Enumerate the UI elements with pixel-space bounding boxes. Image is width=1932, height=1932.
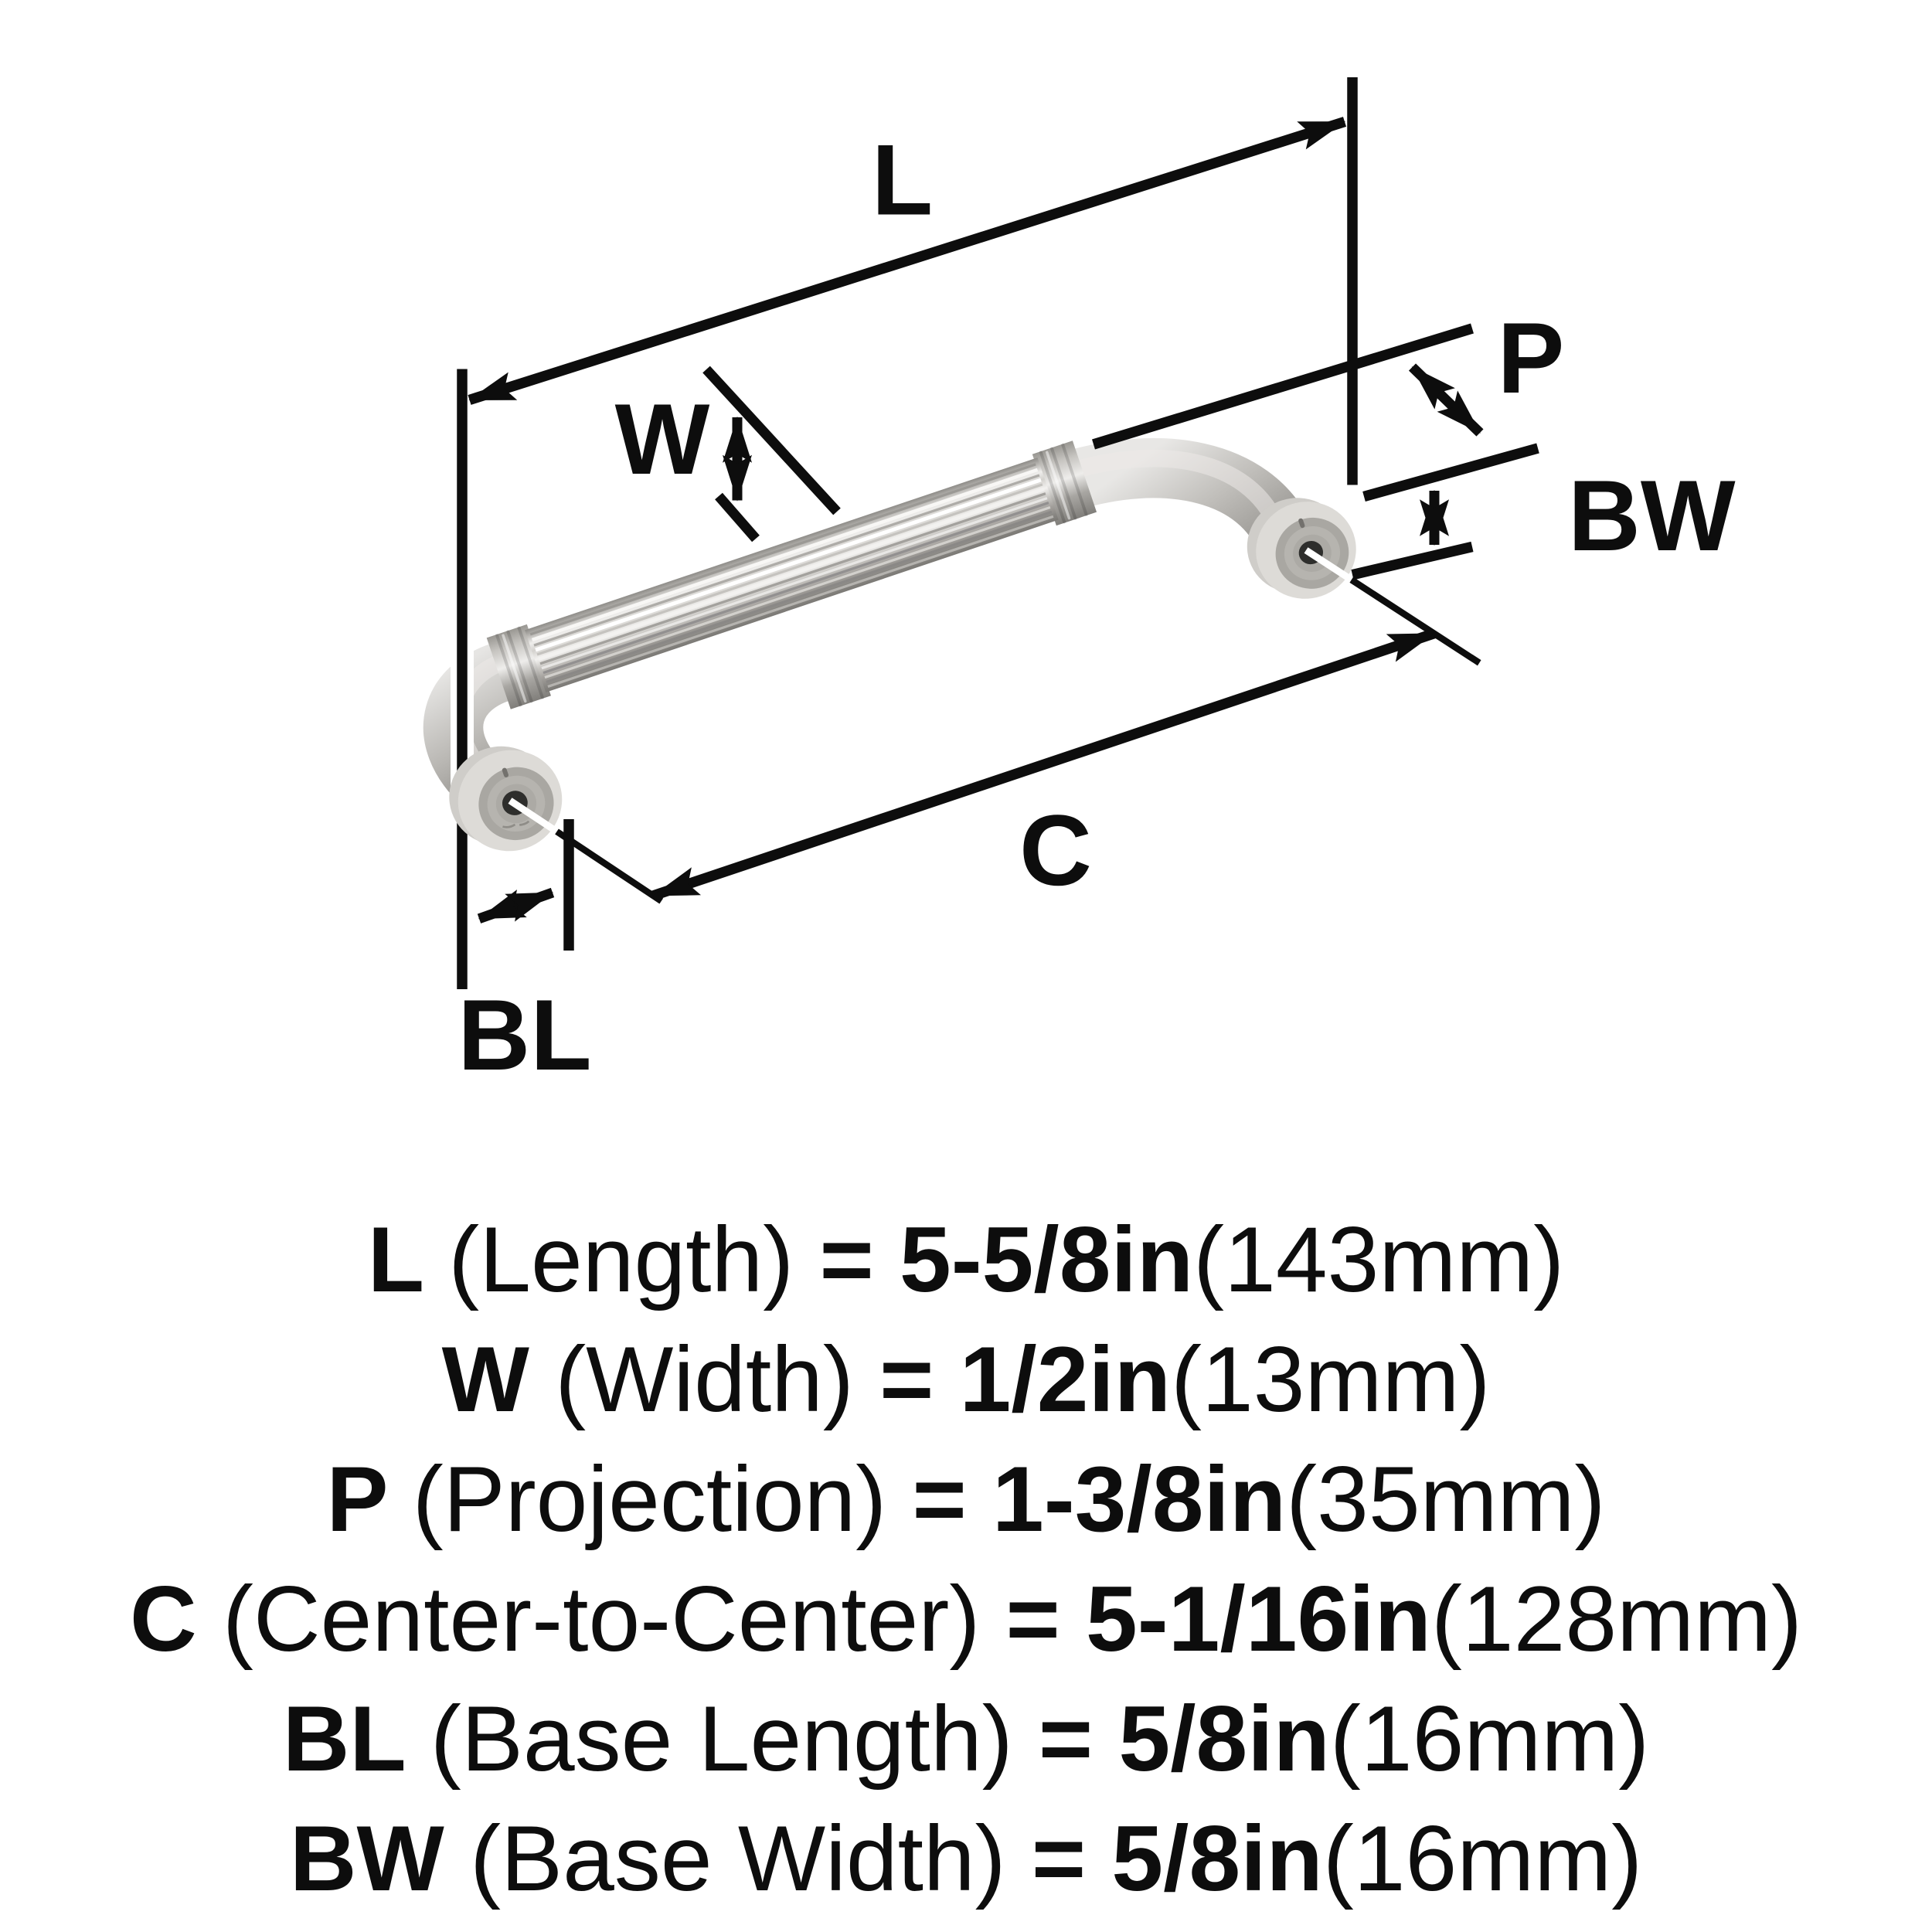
- spec-line-center-to-center: C (Center-to-Center) = 5-1/16in(128mm): [130, 1567, 1802, 1671]
- p-reference-line-top: [1092, 323, 1474, 450]
- pull-handle-illustration: [423, 437, 1315, 815]
- screw-axis-leaders: [508, 547, 1481, 904]
- spec-line-projection: P (Projection) = 1-3/8in(35mm): [327, 1447, 1606, 1551]
- w-tick-lower: [715, 492, 760, 543]
- left-screw-axis-white: [508, 798, 559, 835]
- ferrule-ring-lines: [495, 443, 1088, 707]
- dimension-lines: [468, 77, 1539, 951]
- label-projection: P: [1498, 301, 1565, 414]
- handle-left-ferrule: [486, 624, 551, 709]
- label-length: L: [872, 124, 933, 236]
- spec-line-length: L (Length) = 5-5/8in(143mm): [368, 1208, 1564, 1311]
- handle-right-elbow-highlight: [1061, 449, 1286, 535]
- w-tick-upper: [702, 366, 841, 515]
- barrel-flute-lines: [529, 463, 1054, 688]
- label-center-to-center: C: [1019, 794, 1092, 906]
- spec-line-width: W (Width) = 1/2in(13mm): [442, 1328, 1491, 1431]
- left-base-engraving: [502, 820, 530, 828]
- right-screw-axis: [1349, 577, 1481, 666]
- dimension-labels: L W P BW C BL: [457, 124, 1736, 1092]
- label-base-length: BL: [457, 978, 591, 1091]
- bw-reference-line: [1351, 541, 1474, 580]
- spec-line-base-length: BL (Base Length) = 5/8in(16mm): [283, 1687, 1650, 1791]
- right-screw-axis-white: [1304, 547, 1354, 583]
- handle-right-ferrule: [1032, 440, 1097, 526]
- left-screw-axis: [555, 828, 664, 904]
- spec-list: L (Length) = 5-5/8in(143mm) W (Width) = …: [130, 1208, 1802, 1910]
- label-base-width: BW: [1568, 459, 1736, 572]
- right-base-index-tick: [1298, 518, 1305, 529]
- left-base-index-tick: [502, 767, 509, 777]
- p-reference-line-bottom: [1362, 443, 1539, 502]
- spec-line-base-width: BW (Base Width) = 5/8in(16mm): [290, 1807, 1642, 1910]
- dimension-line-C: [651, 628, 1436, 901]
- label-width: W: [615, 383, 710, 495]
- dimension-arrow-BL: [477, 887, 555, 923]
- handle-barrel-group: [486, 440, 1097, 709]
- dimension-arrow-P: [1408, 363, 1484, 437]
- dimension-line-L: [468, 117, 1347, 405]
